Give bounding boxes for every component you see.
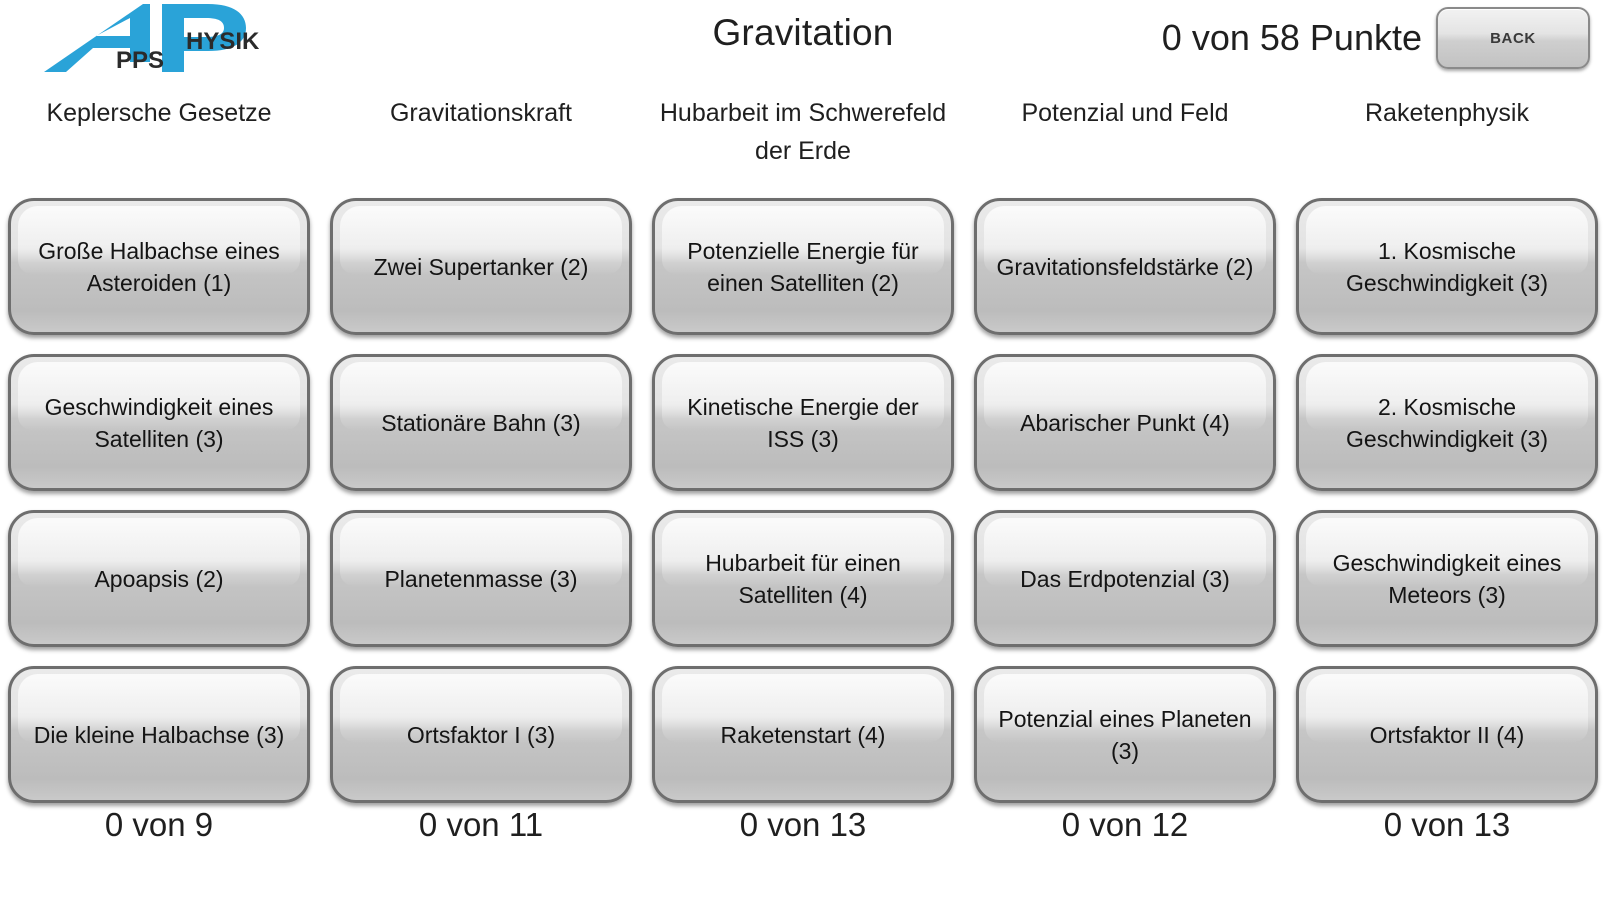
- category-total-gravitationskraft: 0 von 11: [418, 806, 544, 843]
- back-button-label: BACK: [1490, 29, 1536, 47]
- topic-button[interactable]: Gravitationsfeldstärke (2): [974, 198, 1276, 335]
- page-title: Gravitation: [712, 12, 894, 53]
- topic-button[interactable]: Ortsfaktor II (4): [1296, 666, 1598, 803]
- topic-button-label: Zwei Supertanker (2): [373, 253, 589, 280]
- topic-button-label: Hubarbeit für einen Satelliten (4): [705, 549, 901, 608]
- topic-button[interactable]: Ortsfaktor I (3): [330, 666, 632, 803]
- topic-button-label: Geschwindigkeit eines Satelliten (3): [44, 393, 274, 452]
- topic-button-label: 2. Kosmische Geschwindigkeit (3): [1346, 393, 1548, 452]
- topic-button[interactable]: Kinetische Energie der ISS (3): [652, 354, 954, 491]
- topic-button-label: Planetenmasse (3): [384, 565, 578, 592]
- topic-button-label: Kinetische Energie der ISS (3): [687, 393, 919, 452]
- topic-button-label: Das Erdpotenzial (3): [1020, 565, 1230, 592]
- category-total-keplersche-gesetze: 0 von 9: [104, 806, 214, 843]
- logo-text-apps: PPS: [116, 47, 164, 74]
- category-totals: 0 von 9 0 von 11 0 von 13 0 von 12 0 von…: [8, 806, 1598, 844]
- topic-button[interactable]: Raketenstart (4): [652, 666, 954, 803]
- category-headers: Keplersche Gesetze Gravitationskraft Hub…: [8, 94, 1598, 170]
- topic-grid: Große Halbachse eines Asteroiden (1) Ges…: [8, 198, 1598, 803]
- topic-button-label: Potenzial eines Planeten (3): [998, 705, 1252, 764]
- topic-column-gravitationskraft: Zwei Supertanker (2) Stationäre Bahn (3)…: [330, 198, 632, 803]
- topic-button[interactable]: Die kleine Halbachse (3): [8, 666, 310, 803]
- topic-button-label: Potenzielle Energie für einen Satelliten…: [687, 237, 919, 296]
- topic-button[interactable]: Stationäre Bahn (3): [330, 354, 632, 491]
- topic-column-potenzial-und-feld: Gravitationsfeldstärke (2) Abarischer Pu…: [974, 198, 1276, 803]
- score-area: 0 von 58 Punkte BACK: [1162, 6, 1590, 70]
- topic-button[interactable]: Potenzielle Energie für einen Satelliten…: [652, 198, 954, 335]
- topic-button[interactable]: Zwei Supertanker (2): [330, 198, 632, 335]
- topic-button-label: Geschwindigkeit eines Meteors (3): [1332, 549, 1562, 608]
- topic-button-label: Ortsfaktor II (4): [1369, 721, 1525, 748]
- topic-button[interactable]: Potenzial eines Planeten (3): [974, 666, 1276, 803]
- topic-button[interactable]: 1. Kosmische Geschwindigkeit (3): [1296, 198, 1598, 335]
- topic-column-keplersche-gesetze: Große Halbachse eines Asteroiden (1) Ges…: [8, 198, 310, 803]
- topic-button-label: Die kleine Halbachse (3): [33, 721, 285, 748]
- topic-button-label: Große Halbachse eines Asteroiden (1): [38, 237, 280, 296]
- category-header-keplersche-gesetze: Keplersche Gesetze: [46, 99, 272, 127]
- topic-button[interactable]: 2. Kosmische Geschwindigkeit (3): [1296, 354, 1598, 491]
- topic-column-raketenphysik: 1. Kosmische Geschwindigkeit (3) 2. Kosm…: [1296, 198, 1598, 803]
- category-header-raketenphysik: Raketenphysik: [1365, 99, 1529, 127]
- topic-button-label: Apoapsis (2): [94, 565, 224, 592]
- topic-button-label: 1. Kosmische Geschwindigkeit (3): [1346, 237, 1548, 296]
- topic-button[interactable]: Das Erdpotenzial (3): [974, 510, 1276, 647]
- topic-button[interactable]: Geschwindigkeit eines Meteors (3): [1296, 510, 1598, 647]
- topic-button-label: Abarischer Punkt (4): [1020, 409, 1230, 436]
- back-button[interactable]: BACK: [1436, 7, 1590, 69]
- topic-button[interactable]: Abarischer Punkt (4): [974, 354, 1276, 491]
- topic-button[interactable]: Planetenmasse (3): [330, 510, 632, 647]
- topic-column-hubarbeit: Potenzielle Energie für einen Satelliten…: [652, 198, 954, 803]
- category-header-potenzial-und-feld: Potenzial und Feld: [1021, 99, 1229, 127]
- category-header-hubarbeit: Hubarbeit im Schwerefeld der Erde: [659, 99, 947, 165]
- app-header: PPS HYSIK Gravitation 0 von 58 Punkte BA…: [0, 0, 1606, 80]
- topic-button[interactable]: Hubarbeit für einen Satelliten (4): [652, 510, 954, 647]
- appsphysik-logo: PPS HYSIK: [38, 2, 270, 76]
- topic-button-label: Stationäre Bahn (3): [381, 409, 581, 436]
- topic-button[interactable]: Große Halbachse eines Asteroiden (1): [8, 198, 310, 335]
- category-total-potenzial-und-feld: 0 von 12: [1061, 806, 1189, 843]
- topic-button-label: Gravitationsfeldstärke (2): [996, 253, 1254, 280]
- category-header-gravitationskraft: Gravitationskraft: [389, 99, 572, 127]
- topic-button[interactable]: Geschwindigkeit eines Satelliten (3): [8, 354, 310, 491]
- category-total-hubarbeit: 0 von 13: [739, 806, 867, 843]
- category-total-raketenphysik: 0 von 13: [1383, 806, 1511, 843]
- topic-button-label: Ortsfaktor I (3): [406, 721, 556, 748]
- topic-button-label: Raketenstart (4): [720, 721, 886, 748]
- topic-button[interactable]: Apoapsis (2): [8, 510, 310, 647]
- logo-text-physik: HYSIK: [186, 28, 260, 55]
- points-score: 0 von 58 Punkte: [1161, 17, 1422, 58]
